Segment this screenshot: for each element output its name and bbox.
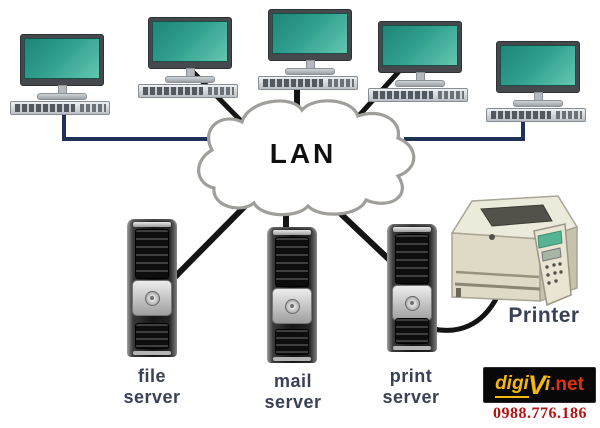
tower-top-cap [273,230,311,235]
keyboard-keys [491,111,551,119]
keyboard-icon [368,88,468,102]
cable-print-server-printer [430,294,500,333]
printer-label: Printer [508,304,580,327]
tower-lower-vents [135,323,169,349]
workstation-4 [366,21,476,103]
tower-lower-vents [395,318,429,344]
tower-upper-vents [395,234,429,284]
keyboard-keys [373,91,433,99]
tower-top-cap [133,222,171,227]
tower-base [273,357,311,361]
mail-server-label: mail server [264,371,322,412]
logo-text-i: i [544,374,551,395]
tower-upper-vents [275,237,309,287]
printer-icon [450,195,579,307]
phone-number: 0988.776.186 [493,405,587,422]
cable-workstation1-lan [62,110,235,141]
monitor-icon [268,9,352,61]
monitor-screen [24,38,100,79]
tower-top-cap [393,227,431,232]
lan-cloud [197,99,416,217]
tower-lower-vents [275,329,309,355]
monitor-icon [496,41,580,93]
keyboard-numpad [438,91,464,99]
workstation-1 [8,34,118,116]
monitor-stand-base [37,93,87,100]
keyboard-icon [10,101,110,115]
tower-emblem [405,296,420,311]
monitor-stand-base [285,68,335,75]
tower-front-panel [132,280,172,316]
logo-text-digi: digi [495,373,529,398]
cable-lan-file-server [163,195,256,289]
file-server-label: file server [123,366,181,407]
workstation-5 [484,41,594,123]
keyboard-numpad [208,87,234,95]
keyboard-keys [263,79,323,87]
monitor-screen [500,45,576,86]
logo-text-net: .net [550,374,584,395]
logo-text-v: V [527,369,546,400]
monitor-stand-base [513,100,563,107]
file-server-tower-icon [127,219,177,357]
tower-front-panel [392,285,432,321]
tower-base [133,351,171,355]
monitor-screen [272,13,348,54]
monitor-stand-base [395,80,445,87]
tower-emblem [285,299,300,314]
monitor-screen [152,21,228,62]
printer-display [537,230,563,249]
tower-front-panel [272,288,312,324]
mail-server-tower-icon [267,227,317,363]
keyboard-icon [138,84,238,98]
keyboard-keys [143,87,203,95]
printer-output-slot [480,204,553,227]
monitor-icon [20,34,104,86]
tower-emblem [145,291,160,306]
printer-buttons [545,262,563,285]
monitor-stand-base [165,76,215,83]
tower-base [393,346,431,350]
keyboard-numpad [80,104,106,112]
keyboard-numpad [328,79,354,87]
tower-upper-vents [135,229,169,279]
cable-workstation5-lan [404,118,525,141]
monitor-icon [378,21,462,73]
monitor-icon [148,17,232,69]
keyboard-icon [258,76,358,90]
keyboard-keys [15,104,75,112]
keyboard-numpad [556,111,582,119]
print-server-tower-icon [387,224,437,352]
workstation-2 [136,17,246,99]
workstation-3 [256,9,366,91]
keyboard-icon [486,108,586,122]
lan-cloud-label: LAN [269,138,337,169]
monitor-screen [382,25,458,66]
print-server-label: print server [382,366,440,407]
